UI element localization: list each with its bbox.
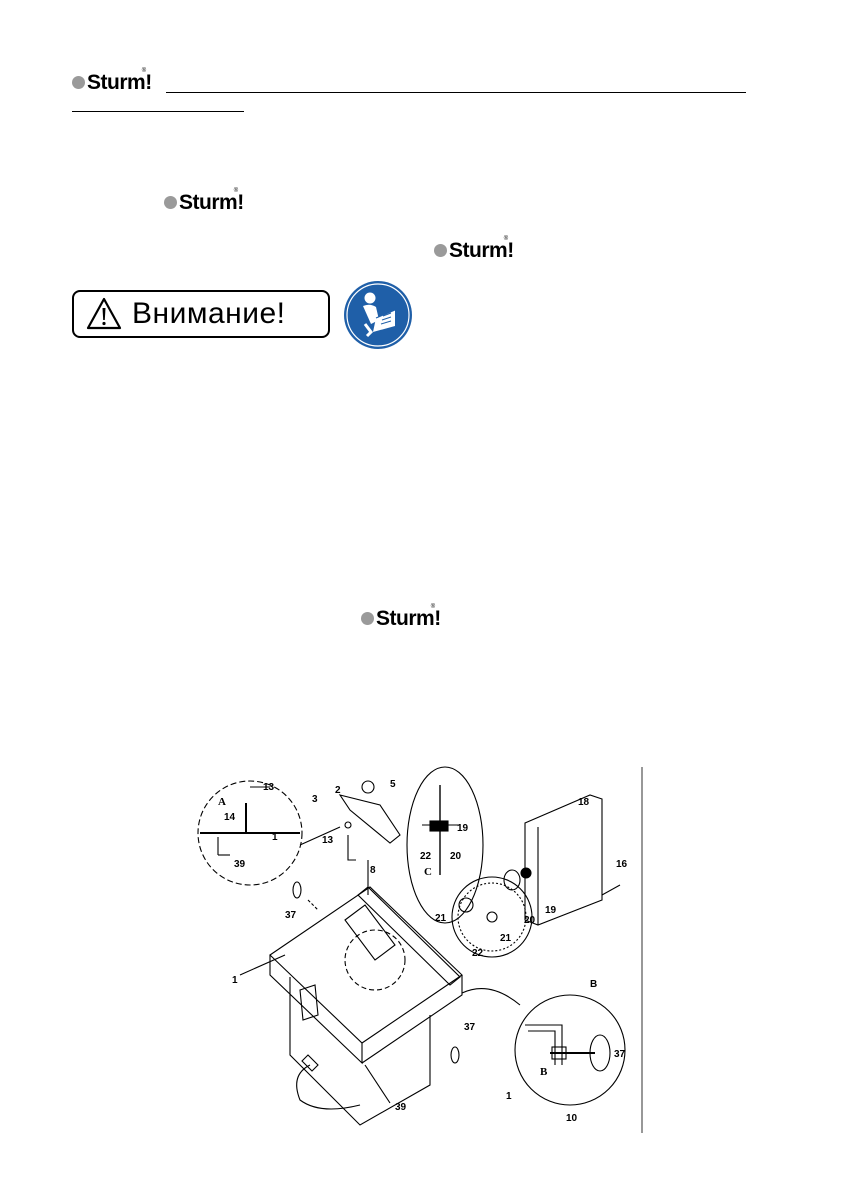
callout-37-detail-b: 37 (614, 1049, 626, 1060)
callout-16: 16 (616, 859, 628, 870)
brand-logo-header: Sturm!® (72, 68, 152, 94)
callout-37-left: 37 (285, 910, 297, 921)
logo-dot-icon (434, 244, 447, 257)
detail-label-b: B (540, 1066, 548, 1078)
callout-3: 3 (312, 794, 318, 805)
callout-39-detail-a: 39 (234, 859, 246, 870)
warning-label: Внимание! (132, 297, 286, 330)
logo-dot-icon (72, 76, 85, 89)
logo-wordmark: Sturm!® (449, 236, 514, 262)
warning-banner: Внимание! (72, 290, 330, 338)
logo-dot-icon (361, 612, 374, 625)
warning-triangle-icon (86, 297, 122, 330)
table-saw-assembly-diagram: 1 2 3 5 8 13 13 14 16 18 19 19 20 20 21 … (197, 766, 643, 1133)
callout-b-top: B (590, 979, 597, 990)
brand-logo-inline: Sturm!® (361, 604, 441, 630)
callout-2: 2 (335, 785, 341, 796)
callout-22-detail-c: 22 (420, 851, 432, 862)
callout-5: 5 (390, 779, 396, 790)
detail-label-a: A (218, 796, 226, 808)
callout-18: 18 (578, 797, 590, 808)
callout-10: 10 (566, 1113, 578, 1124)
logo-wordmark: Sturm!® (87, 68, 152, 94)
callout-19-detail-c: 19 (457, 823, 469, 834)
callout-22: 22 (472, 948, 484, 959)
header-rule (166, 92, 746, 93)
callout-8: 8 (370, 865, 376, 876)
callout-39: 39 (395, 1102, 407, 1113)
brand-logo-inline: Sturm!® (434, 236, 514, 262)
detail-label-c: C (424, 866, 432, 878)
callout-20-detail-c: 20 (450, 851, 462, 862)
callout-21-detail-c: 21 (435, 913, 447, 924)
callout-13-detail-a: 13 (263, 782, 275, 793)
read-manual-icon (344, 281, 412, 349)
callout-1-detail-b: 1 (506, 1091, 512, 1102)
brand-logo-inline: Sturm!® (164, 188, 244, 214)
logo-wordmark: Sturm!® (179, 188, 244, 214)
callout-20: 20 (524, 915, 536, 926)
callout-19: 19 (545, 905, 557, 916)
callout-1-detail-a: 1 (272, 832, 278, 843)
callout-13: 13 (322, 835, 334, 846)
callout-14: 14 (224, 812, 236, 823)
callout-37-bottom: 37 (464, 1022, 476, 1033)
callout-21: 21 (500, 933, 512, 944)
header-underline (72, 111, 244, 112)
logo-dot-icon (164, 196, 177, 209)
logo-wordmark: Sturm!® (376, 604, 441, 630)
callout-1: 1 (232, 975, 238, 986)
